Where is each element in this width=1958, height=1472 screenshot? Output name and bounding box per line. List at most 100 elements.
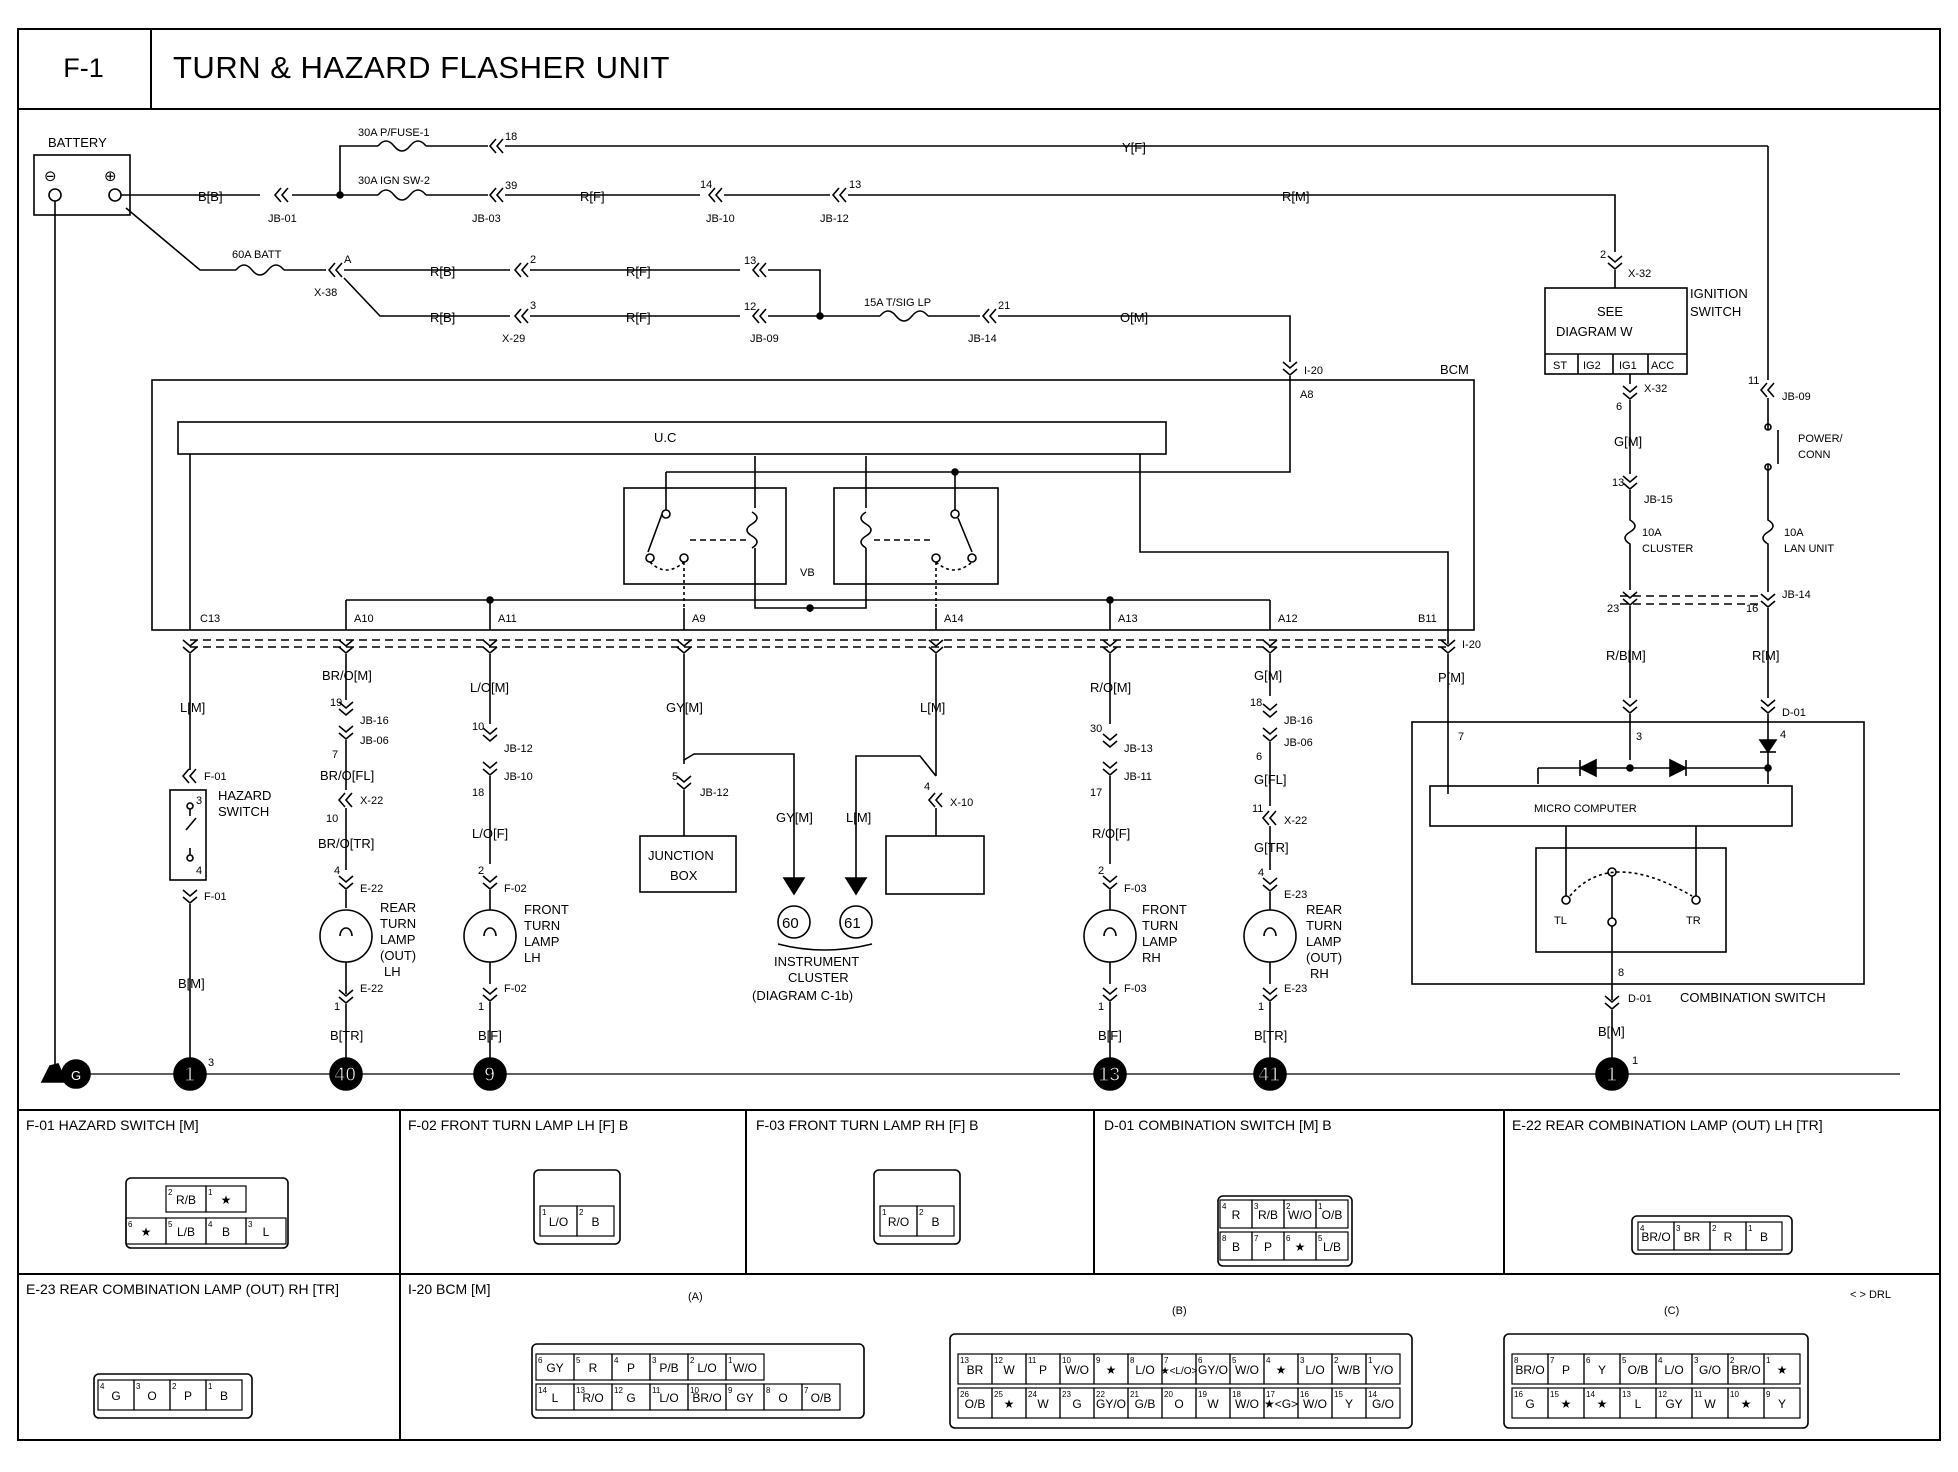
- bcm-a8: A8: [1300, 389, 1313, 401]
- jb10b: JB-10: [504, 771, 533, 783]
- ground-g: G: [71, 1068, 81, 1083]
- f01-pin-number: 6: [128, 1220, 133, 1229]
- pin-13b: 13: [744, 255, 756, 267]
- pin-2c: 2: [478, 865, 484, 877]
- bcm-a9: A9: [692, 613, 705, 625]
- ground-1: 1: [184, 1064, 195, 1086]
- wire-bf2: B[F]: [1098, 1028, 1122, 1043]
- rear-rh-1: TURN: [1306, 918, 1342, 933]
- f01-pin-number: 3: [248, 1220, 253, 1229]
- i20b-pin-color: W/O: [1235, 1363, 1259, 1377]
- i20b-pin-color: O/B: [965, 1397, 986, 1411]
- e22-pin-number: 4: [1640, 1224, 1645, 1233]
- pin-4b: 4: [196, 865, 202, 877]
- jb13: JB-13: [1124, 743, 1153, 755]
- d01: D-01: [1782, 707, 1806, 719]
- ground-13: 13: [1098, 1064, 1120, 1086]
- ground-9: 9: [484, 1064, 495, 1086]
- conn-i20-b-label: (B): [1172, 1305, 1187, 1317]
- i20a-pin-number: 10: [690, 1386, 699, 1395]
- e22-pin-color: BR: [1684, 1230, 1701, 1244]
- pin-8: 8: [1618, 967, 1624, 979]
- d01-pin-color: W/O: [1288, 1208, 1312, 1222]
- pin-3b: 3: [1636, 731, 1642, 743]
- wire-btr: B[TR]: [330, 1028, 363, 1043]
- d01-pin-number: 7: [1254, 1234, 1259, 1243]
- d01-pin-number: 6: [1286, 1234, 1291, 1243]
- f01-pin-color: L/B: [177, 1225, 195, 1239]
- cluster-60: 60: [782, 915, 799, 932]
- i20b-pin-color: W/O: [1235, 1397, 1259, 1411]
- d01-pin-number: 1: [1318, 1202, 1323, 1211]
- i20b-pin-color: BR: [967, 1363, 984, 1377]
- bcm-a12: A12: [1278, 613, 1298, 625]
- wire-bro-tr: BR/O[TR]: [318, 836, 374, 851]
- i20a-pin-color: R: [589, 1361, 598, 1375]
- ign-label1: IGNITION: [1690, 286, 1748, 301]
- i20c-pin-number: 16: [1514, 1390, 1523, 1399]
- bcm-a11: A11: [498, 613, 517, 625]
- ground-1b: 1: [1606, 1064, 1617, 1086]
- wire-gm: G[M]: [1614, 434, 1642, 449]
- i20b-pin-color: GY/O: [1096, 1397, 1126, 1411]
- i20b-pin-cell: [1365, 1387, 1401, 1419]
- wire-rf2: R[F]: [626, 264, 651, 279]
- jb-a: JUNCTION: [648, 848, 714, 863]
- i20b-pin-number: 26: [960, 1390, 969, 1399]
- conn-e23-title: E-23 REAR COMBINATION LAMP (OUT) RH [TR]: [26, 1281, 339, 1297]
- f01-connector-shell: [125, 1177, 289, 1249]
- bcm-a10: A10: [354, 613, 374, 625]
- wire-bm2: B[M]: [1598, 1024, 1625, 1039]
- i20c-pin-number: 14: [1586, 1390, 1595, 1399]
- pin-6b: 6: [1256, 751, 1262, 763]
- i20b-pin-color: ★<L/O>: [1161, 1366, 1198, 1377]
- pin-2b: 2: [1600, 249, 1606, 261]
- pin-7: 7: [1458, 731, 1464, 743]
- d01-pin-number: 4: [1222, 1202, 1227, 1211]
- i20b-pin-number: 21: [1130, 1390, 1139, 1399]
- pin-23: 23: [1607, 603, 1619, 615]
- i20b-pin-number: 9: [1096, 1356, 1101, 1365]
- x32b: X-32: [1644, 383, 1667, 395]
- i20c-pin-number: 13: [1622, 1390, 1631, 1399]
- fuse-cluster-b: CLUSTER: [1642, 543, 1693, 555]
- wire-rb: R[B]: [430, 264, 455, 279]
- fuse-lan-a: 10A: [1784, 527, 1804, 539]
- wire-ro-f: R/O[F]: [1092, 826, 1130, 841]
- i20b-pin-number: 3: [1300, 1356, 1305, 1365]
- jb-b: BOX: [670, 868, 698, 883]
- i20b-pin-number: 18: [1232, 1390, 1241, 1399]
- fuse-cluster-a: 10A: [1642, 527, 1662, 539]
- i20c-pin-number: 11: [1694, 1390, 1703, 1399]
- i20a-pin-number: 14: [538, 1386, 547, 1395]
- i20a-pin-number: 5: [576, 1356, 581, 1365]
- bcm-c13: C13: [200, 613, 220, 625]
- front-lh-1: TURN: [524, 918, 560, 933]
- pin-A: A: [344, 254, 352, 266]
- i20a-connector-shell: [531, 1343, 865, 1419]
- ign-box1: SEE: [1597, 304, 1623, 319]
- combo-label: COMBINATION SWITCH: [1680, 990, 1826, 1005]
- i20c-pin-number: 7: [1550, 1356, 1555, 1365]
- i20b-pin-number: 13: [960, 1356, 969, 1365]
- pin-14: 14: [700, 179, 712, 191]
- front-rh-0: FRONT: [1142, 902, 1187, 917]
- front-lh-3: LH: [524, 950, 541, 965]
- i20c-pin-color: GY: [1665, 1397, 1682, 1411]
- pin-3c: 3: [196, 795, 202, 807]
- cluster-61: 61: [844, 915, 861, 932]
- i20b-pin-color: GY/O: [1198, 1363, 1228, 1377]
- i20a-pin-number: 4: [614, 1356, 619, 1365]
- power-conn-a: POWER/: [1798, 433, 1844, 445]
- wire-bb: B[B]: [198, 189, 223, 204]
- x38: X-38: [314, 287, 337, 299]
- i20c-pin-color: L/O: [1664, 1363, 1683, 1377]
- f01-pin-color: B: [222, 1225, 230, 1239]
- i20c-pin-color: BR/O: [1731, 1363, 1760, 1377]
- wire-bf: B[F]: [478, 1028, 502, 1043]
- diagram-title: TURN & HAZARD FLASHER UNIT: [173, 50, 670, 85]
- i20c-pin-color: L: [1635, 1397, 1642, 1411]
- i20c-pin-color: W: [1704, 1397, 1716, 1411]
- i20a-pin-color: GY: [736, 1391, 753, 1405]
- e22-pin-number: 1: [1748, 1224, 1753, 1233]
